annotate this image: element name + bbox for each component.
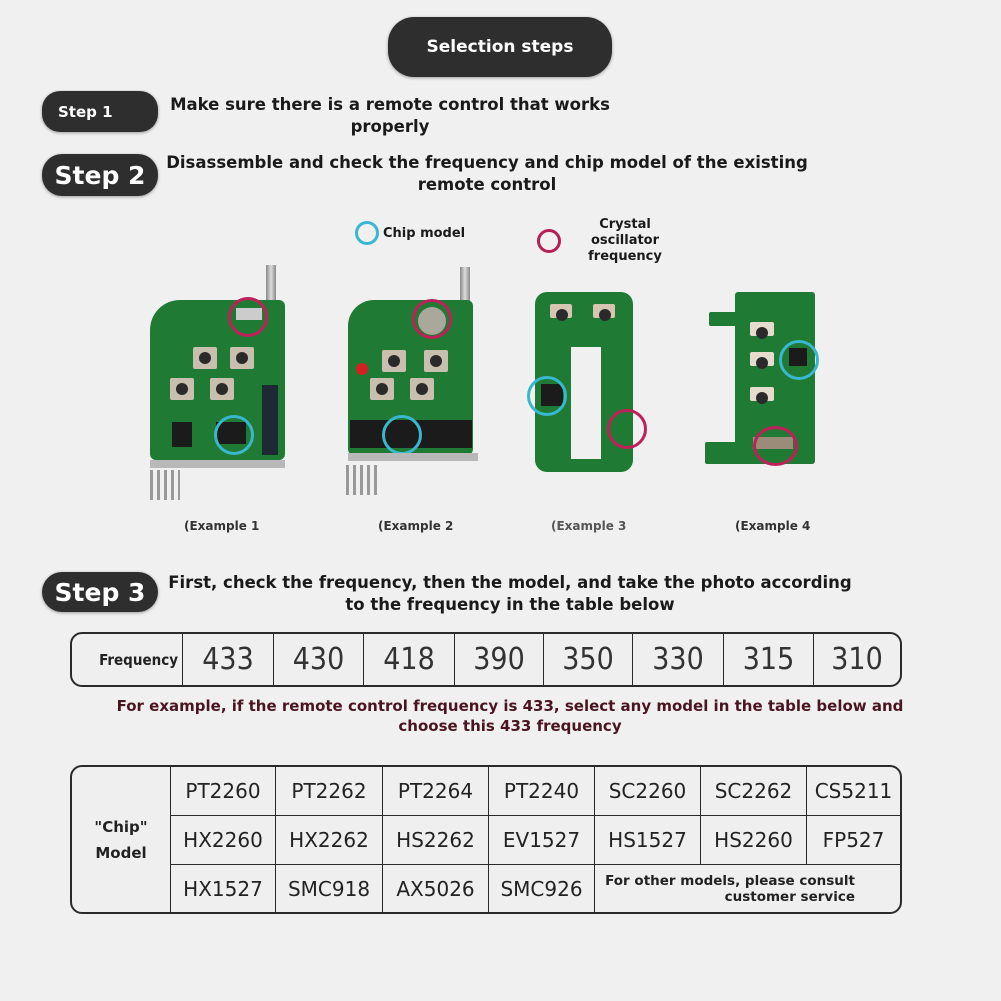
- chip-cell: HS2260: [700, 815, 806, 864]
- other-models-note: For other models, please consult custome…: [594, 864, 900, 912]
- step-1-badge: Step 1: [42, 91, 158, 132]
- cyan-ring-icon: [355, 221, 379, 245]
- chip-marker-icon: [779, 340, 819, 380]
- step-1-text: Make sure there is a remote control that…: [170, 95, 610, 136]
- chip-cell: PT2260: [170, 767, 275, 815]
- frequency-cell: 310: [813, 634, 900, 685]
- chip-cell: PT2262: [275, 767, 382, 815]
- chip-cell: AX5026: [382, 864, 488, 912]
- chip-cell: HX2260: [170, 815, 275, 864]
- chip-marker-icon: [527, 376, 567, 416]
- frequency-cell: 315: [723, 634, 813, 685]
- page-title: Selection steps: [388, 17, 612, 77]
- example-4-board-photo: [705, 292, 820, 472]
- chip-cell: SC2262: [700, 767, 806, 815]
- frequency-cell: 433: [182, 634, 273, 685]
- chip-marker-icon: [382, 415, 422, 455]
- chip-cell: EV1527: [488, 815, 594, 864]
- oscillator-marker-icon: [412, 299, 452, 339]
- example-1-caption: (Example 1: [184, 519, 260, 533]
- frequency-table: Frequency 433 430 418 390 350 330 315 31…: [70, 632, 902, 687]
- frequency-cell: 390: [454, 634, 543, 685]
- chip-cell: HS2262: [382, 815, 488, 864]
- chip-model-table: "Chip" Model PT2260 PT2262 PT2264 PT2240…: [70, 765, 902, 914]
- step-3-badge: Step 3: [42, 572, 158, 612]
- oscillator-marker-icon: [228, 297, 268, 337]
- frequency-cell: 430: [273, 634, 363, 685]
- example-3-caption: (Example 3: [551, 519, 627, 533]
- chip-cell: HS1527: [594, 815, 700, 864]
- frequency-cell: 418: [363, 634, 454, 685]
- example-2-caption: (Example 2: [378, 519, 454, 533]
- chip-cell: HX1527: [170, 864, 275, 912]
- chip-cell: FP527: [806, 815, 900, 864]
- legend-chip-label: Chip model: [383, 225, 466, 241]
- chip-header-line-1: "Chip": [94, 817, 148, 836]
- chip-header-line-2: Model: [95, 843, 147, 862]
- oscillator-marker-icon: [753, 426, 798, 466]
- legend-oscillator-label: Crystal oscillator frequency: [588, 217, 662, 264]
- step-3-text: First, check the frequency, then the mod…: [168, 573, 852, 614]
- chip-cell: SMC918: [275, 864, 382, 912]
- frequency-header: Frequency: [99, 650, 178, 669]
- chip-cell: CS5211: [806, 767, 900, 815]
- chip-marker-icon: [214, 415, 254, 455]
- legend-chip-model: Chip model: [355, 221, 465, 245]
- legend-crystal-oscillator: Crystal oscillator frequency: [537, 217, 685, 265]
- example-3-board-photo: [527, 292, 647, 477]
- frequency-cell: 330: [632, 634, 723, 685]
- frequency-note: For example, if the remote control frequ…: [116, 697, 904, 735]
- magenta-ring-icon: [537, 229, 561, 253]
- chip-cell: SC2260: [594, 767, 700, 815]
- step-2-text: Disassemble and check the frequency and …: [166, 153, 808, 194]
- chip-model-header: "Chip" Model: [72, 767, 170, 912]
- example-4-caption: (Example 4: [735, 519, 811, 533]
- chip-cell: SMC926: [488, 864, 594, 912]
- chip-cell: PT2264: [382, 767, 488, 815]
- chip-cell: PT2240: [488, 767, 594, 815]
- step-2-badge: Step 2: [42, 154, 158, 196]
- frequency-cell: 350: [543, 634, 632, 685]
- oscillator-marker-icon: [607, 409, 647, 449]
- example-2-board-photo: [340, 265, 485, 505]
- chip-cell: HX2262: [275, 815, 382, 864]
- example-1-board-photo: [148, 265, 293, 505]
